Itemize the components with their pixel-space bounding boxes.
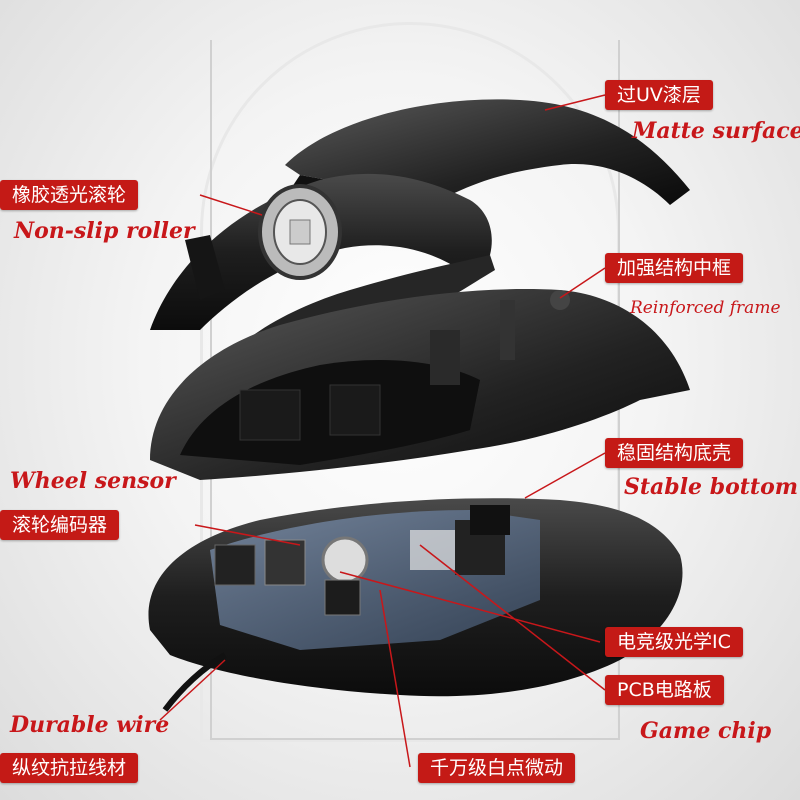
- label-encoder-cn: 滚轮编码器: [0, 510, 120, 540]
- label-frame-cn: 加强结构中框: [605, 253, 744, 283]
- label-wire-cn: 纵纹抗拉线材: [0, 753, 139, 783]
- middle-frame: [150, 289, 690, 480]
- label-wheel-sensor-en: Wheel sensor: [10, 468, 176, 494]
- label-game-chip-en: Game chip: [640, 718, 772, 744]
- label-roller-cn: 橡胶透光滚轮: [0, 180, 139, 210]
- label-optical-cn: 电竞级光学IC: [605, 627, 743, 657]
- label-matte-cn: 过UV漆层: [605, 80, 713, 110]
- label-matte-en: Matte surface: [632, 118, 800, 144]
- label-roller-en: Non-slip roller: [14, 218, 195, 244]
- label-bottom-cn: 稳固结构底壳: [605, 438, 744, 468]
- label-bottom-en: Stable bottom: [624, 474, 799, 500]
- label-frame-en: Reinforced frame: [630, 298, 781, 318]
- leader-lines: [159, 94, 606, 768]
- bottom-shell: [148, 498, 683, 712]
- label-pcb-cn: PCB电路板: [605, 675, 724, 705]
- label-switch-cn: 千万级白点微动: [418, 753, 576, 783]
- label-wire-en: Durable wire: [10, 712, 170, 738]
